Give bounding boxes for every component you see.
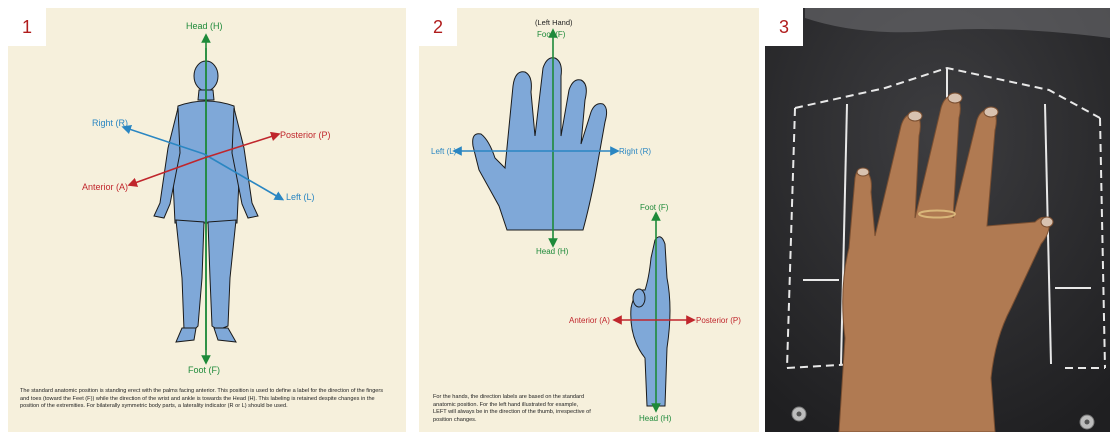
open-hand-figure <box>473 58 607 230</box>
panel-number: 2 <box>419 8 457 46</box>
label-head: Head (H) <box>186 21 223 31</box>
hand-photo-svg <box>765 8 1110 432</box>
label-head-bottom: Head (H) <box>536 247 569 256</box>
panel-body-diagram: 1 Head (H) Foot (F) Right (R) Le <box>8 8 406 432</box>
label-posterior: Posterior (P) <box>696 316 741 325</box>
label-posterior: Posterior (P) <box>280 130 331 140</box>
label-right: Right (R) <box>619 147 651 156</box>
panel-hand-diagram: 2 (Left Hand) Foot (F) Head (H) Left (L) <box>419 8 759 432</box>
body-diagram-svg: Head (H) Foot (F) Right (R) Left (L) Pos… <box>8 8 406 432</box>
hand-diagram-svg: (Left Hand) Foot (F) Head (H) Left (L) R… <box>419 8 759 432</box>
label-head-side: Head (H) <box>639 414 672 423</box>
panel-number: 3 <box>765 8 803 46</box>
panel-number: 1 <box>8 8 46 46</box>
label-right: Right (R) <box>92 118 128 128</box>
label-foot-top: Foot (F) <box>537 30 566 39</box>
caption-hand-labels: For the hands, the direction labels are … <box>433 394 593 424</box>
panel-hand-photo: 3 <box>765 8 1110 432</box>
label-foot: Foot (F) <box>188 365 220 375</box>
label-left: Left (L) <box>431 147 457 156</box>
label-anterior: Anterior (A) <box>569 316 610 325</box>
side-hand-figure <box>631 237 670 406</box>
label-anterior: Anterior (A) <box>82 182 128 192</box>
label-foot-side: Foot (F) <box>640 203 669 212</box>
label-left: Left (L) <box>286 192 315 202</box>
caption-anatomic-position: The standard anatomic position is standi… <box>20 388 392 411</box>
title-left-hand: (Left Hand) <box>535 18 573 27</box>
